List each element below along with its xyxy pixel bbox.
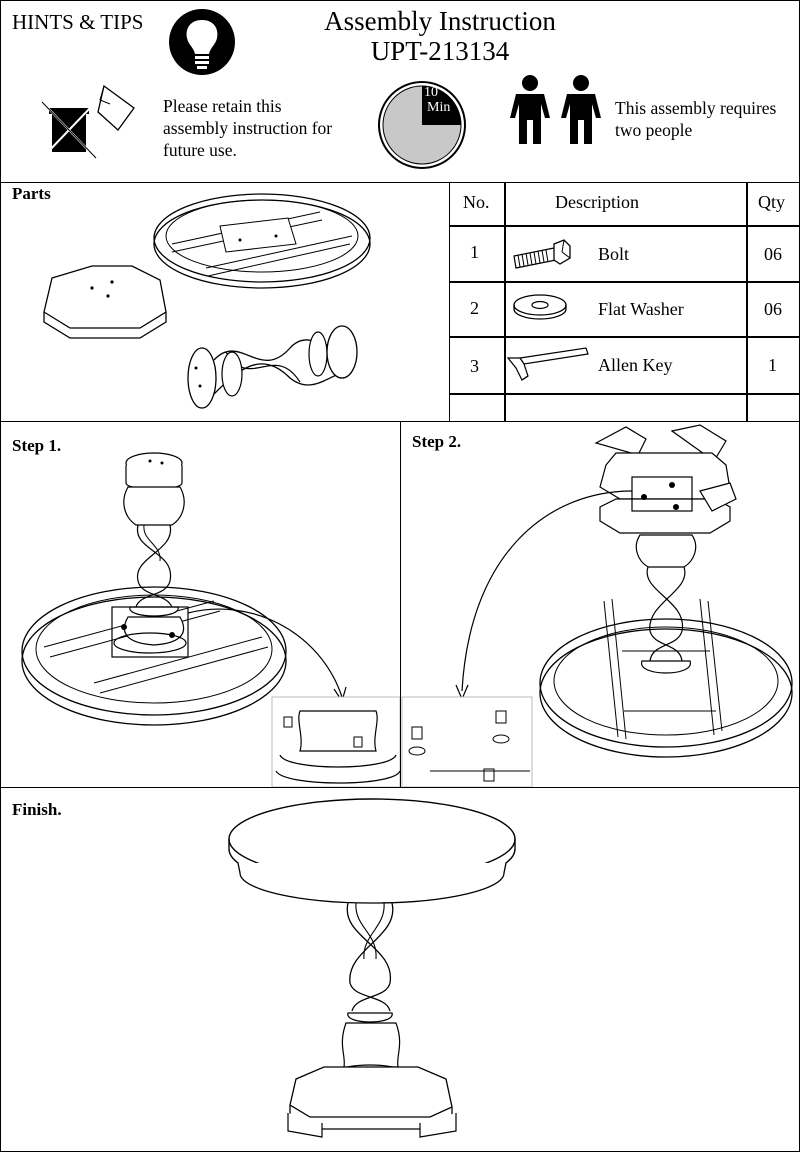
table-cell-qty: 1 bbox=[768, 355, 777, 375]
table-row-divider bbox=[449, 336, 800, 338]
table-header-description: Description bbox=[555, 192, 639, 212]
table-col-divider bbox=[746, 182, 748, 422]
allen-key-icon bbox=[506, 347, 589, 381]
table-cell-description: Flat Washer bbox=[598, 299, 684, 319]
page-title: Assembly Instruction bbox=[324, 6, 556, 36]
table-cell-description: Bolt bbox=[598, 244, 630, 264]
person-icon bbox=[561, 75, 601, 144]
table-cell-qty: 06 bbox=[764, 244, 782, 264]
people-note: This assembly requires two people bbox=[615, 98, 777, 140]
table-cell-no: 2 bbox=[470, 298, 479, 318]
parts-illustration bbox=[43, 193, 371, 409]
do-not-discard-icon bbox=[41, 84, 135, 159]
table-cell-no: 3 bbox=[470, 356, 479, 376]
timer-icon bbox=[378, 81, 466, 169]
parts-heading: Parts bbox=[12, 184, 51, 203]
person-icon bbox=[510, 75, 550, 144]
step-2-label: Step 2. bbox=[412, 432, 462, 451]
hints-label: HINTS & TIPS bbox=[12, 10, 144, 34]
step-1-label: Step 1. bbox=[12, 436, 62, 455]
table-cell-no: 1 bbox=[470, 242, 479, 262]
table-cell-description: Allen Key bbox=[598, 355, 673, 375]
timer-value: 10 bbox=[424, 85, 438, 100]
table-cell-qty: 06 bbox=[764, 299, 782, 319]
finished-table-illustration bbox=[228, 798, 516, 1138]
model-number: UPT-213134 bbox=[370, 36, 510, 66]
washer-icon bbox=[513, 294, 567, 320]
step-2-illustration bbox=[401, 424, 793, 788]
bolt-icon bbox=[513, 239, 571, 269]
table-row-divider bbox=[449, 281, 800, 283]
finish-label: Finish. bbox=[12, 800, 62, 819]
step-1-illustration bbox=[21, 452, 401, 788]
table-row-divider bbox=[449, 393, 800, 395]
table-col-divider bbox=[504, 182, 506, 422]
table-header-qty: Qty bbox=[758, 192, 785, 212]
retain-note: Please retain this assembly instruction … bbox=[163, 96, 333, 160]
table-header-no: No. bbox=[463, 192, 490, 212]
table-row-divider bbox=[449, 225, 800, 227]
light-bulb-icon bbox=[169, 9, 235, 75]
timer-unit: Min bbox=[427, 100, 451, 115]
